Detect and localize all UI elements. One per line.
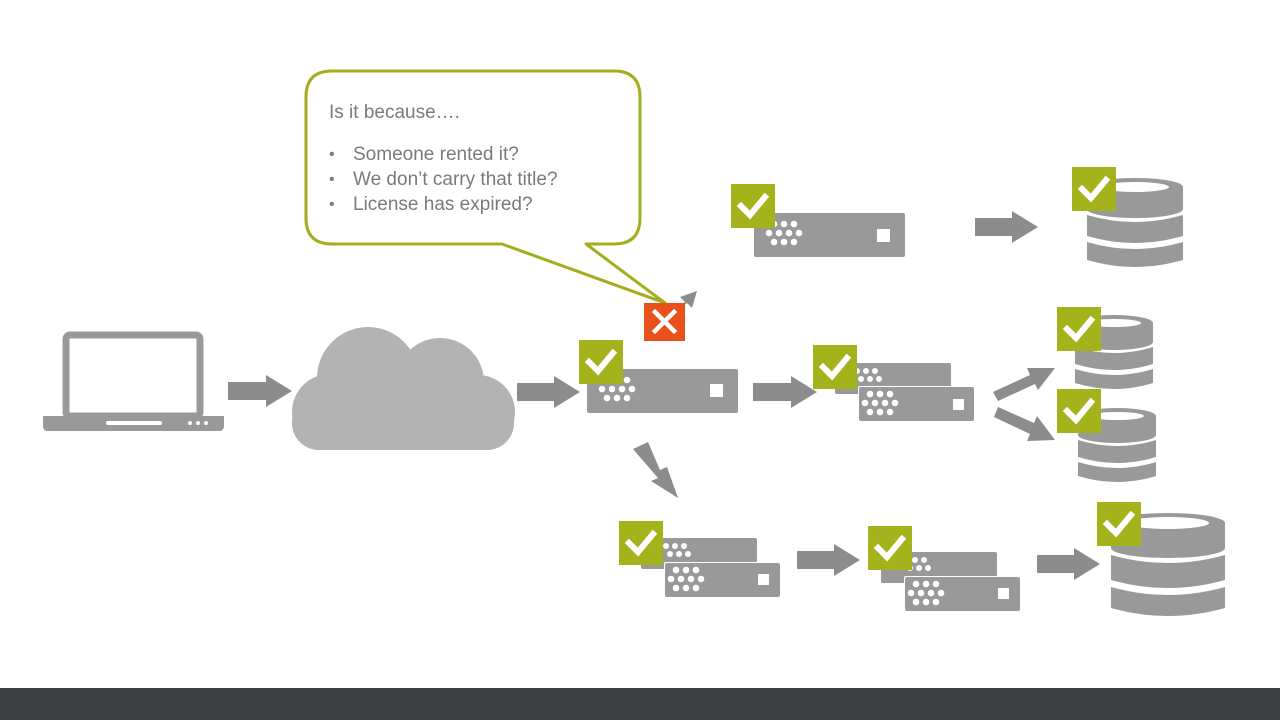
arrow-server-down [633, 442, 678, 498]
arrow-cloud-to-server [517, 376, 580, 408]
list-item: Someone rented it? [329, 142, 629, 167]
x-icon [644, 303, 685, 341]
arrow-bottom-clusters [797, 544, 860, 576]
arrow-bottom-cluster-to-db [1037, 548, 1100, 580]
check-icon [731, 184, 775, 228]
check-icon [813, 345, 857, 389]
arrow-cluster-to-db-lower [994, 407, 1055, 441]
callout-heading: Is it because…. [329, 102, 460, 123]
check-icon [1057, 307, 1101, 351]
check-icon [1097, 502, 1141, 546]
laptop-icon [43, 331, 224, 431]
footer-bar [0, 688, 1280, 720]
list-item: We don’t carry that title? [329, 167, 629, 192]
callout-text: Is it because…. Someone rented it? We do… [329, 100, 629, 217]
callout-list: Someone rented it? We don’t carry that t… [329, 142, 629, 217]
server-icon [587, 369, 738, 413]
server-icon-top [754, 213, 905, 257]
check-icon [579, 340, 623, 384]
check-icon [1072, 167, 1116, 211]
check-icon [868, 526, 912, 570]
server-stack-icon-middle [835, 363, 974, 421]
list-item: License has expired? [329, 192, 629, 217]
check-icon [1057, 389, 1101, 433]
cloud-icon [292, 327, 515, 450]
arrow-cluster-to-db-upper [993, 368, 1055, 401]
check-icon [619, 521, 663, 565]
arrow-laptop-to-cloud [228, 375, 292, 407]
server-stack-icon-bottom-left [641, 538, 780, 597]
arrow-server-to-cluster [753, 376, 817, 408]
arrow-top-server-to-db [975, 211, 1038, 243]
